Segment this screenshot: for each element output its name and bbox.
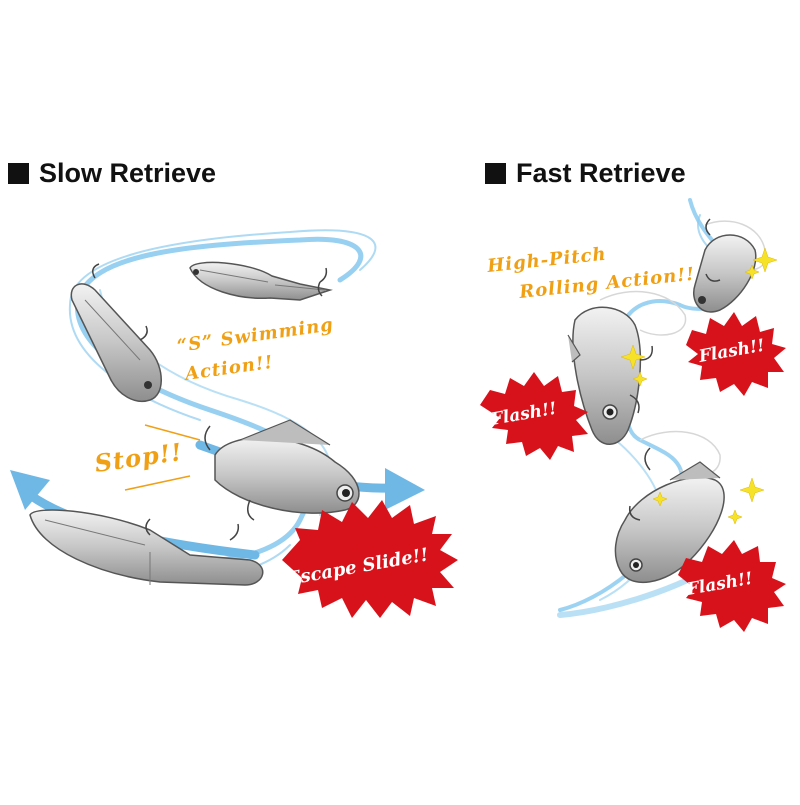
slow-retrieve-heading: Slow Retrieve	[8, 158, 216, 189]
s-swimming-label: “S” Swimming	[176, 314, 335, 357]
flash-burst-2: Flash!!	[480, 372, 588, 460]
fast-lure-bottom	[614, 447, 725, 584]
slow-lure-bottom	[29, 509, 264, 586]
stop-label-lines	[124, 424, 201, 491]
fast-retrieve-title: Fast Retrieve	[516, 158, 686, 188]
square-bullet-icon	[485, 163, 506, 184]
fast-lure-middle	[567, 306, 653, 445]
escape-slide-burst: Escape Slide!!	[282, 500, 458, 618]
slow-lure-diagonal	[70, 263, 162, 402]
slow-lure-top	[189, 261, 333, 301]
square-bullet-icon	[8, 163, 29, 184]
flash-burst-1: Flash!!	[686, 312, 786, 396]
flash-burst-3: Flash!!	[678, 540, 786, 632]
slow-lure-middle	[204, 419, 360, 521]
fast-retrieve-heading: Fast Retrieve	[485, 158, 686, 189]
stop-label: Stop!!	[93, 437, 184, 478]
sparkle-icons	[620, 247, 778, 525]
s-swimming-action-label: Action!!	[182, 352, 275, 385]
fast-lure-top	[693, 218, 757, 313]
slow-retrieve-title: Slow Retrieve	[39, 158, 217, 188]
high-pitch-label: High-Pitch	[485, 244, 607, 278]
